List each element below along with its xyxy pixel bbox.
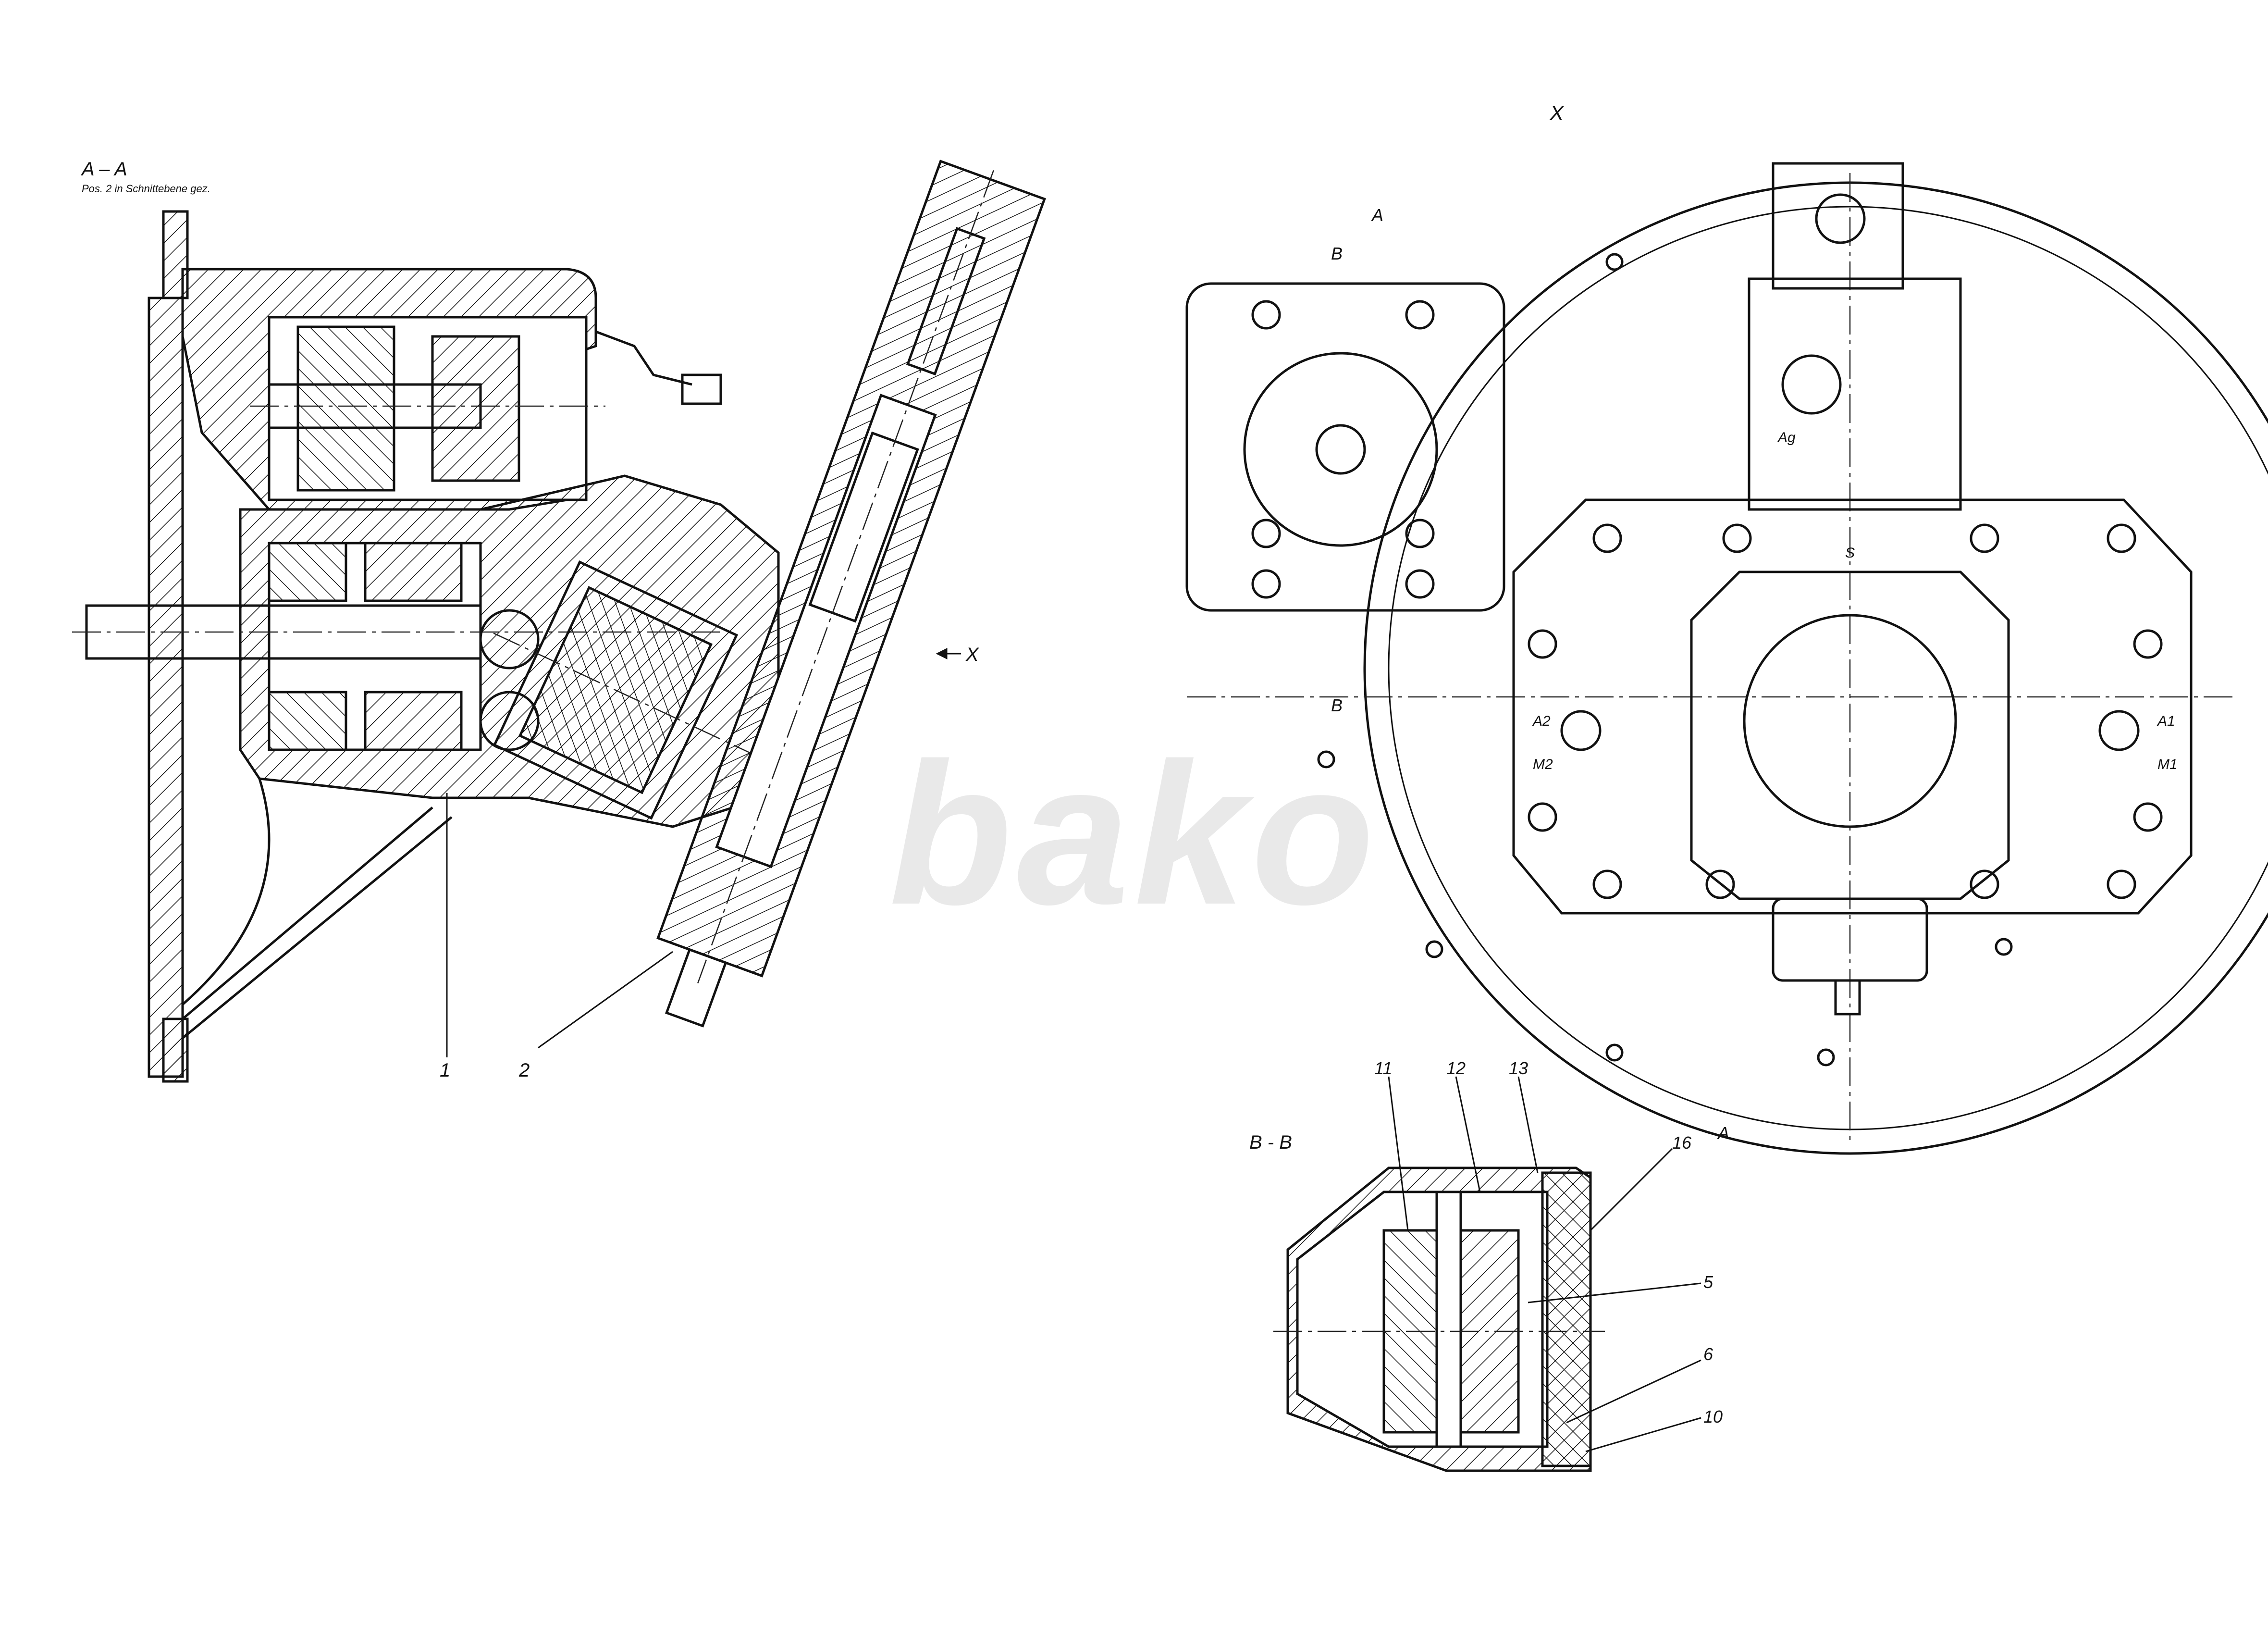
- view-arrow-x-label: X: [965, 644, 979, 665]
- cut-mark-b-bottom: B: [1331, 695, 1343, 715]
- front-bearing-lower: [268, 691, 347, 751]
- leader-16: [1590, 1148, 1673, 1231]
- housing-flange-inner: [1388, 206, 2268, 1130]
- part-number-10: 10: [1703, 1407, 1723, 1427]
- leader-5: [1528, 1282, 1701, 1303]
- part-number-12: 12: [1446, 1058, 1466, 1078]
- port-label-s: S: [1845, 545, 1855, 561]
- rear-bearing-lower: [364, 691, 463, 751]
- support-rib: [182, 778, 453, 1039]
- flange-lip-lower: [162, 1017, 189, 1083]
- watermark: bako: [889, 721, 1379, 947]
- port-label-a1: A1: [2157, 713, 2175, 729]
- regulator-port: [1815, 193, 1866, 244]
- drive-gear: [296, 325, 395, 492]
- aux-pump-bolts: [1251, 300, 1435, 599]
- cut-mark-a-bottom: A: [1717, 1123, 1729, 1143]
- housing-flange-outer: [1363, 181, 2268, 1155]
- part-number-13: 13: [1509, 1058, 1528, 1078]
- regulator-valve-assembly: [656, 160, 1046, 1028]
- section-aa-note: Pos. 2 in Schnittebene gez.: [82, 183, 210, 195]
- aux-pump-shaft: [1315, 424, 1366, 475]
- regulator-block: [1772, 162, 1904, 290]
- part-number-1: 1: [440, 1060, 450, 1081]
- view-x: X A B B: [1185, 101, 2268, 1155]
- leader-11: [1388, 1076, 1409, 1231]
- idler-gear: [431, 335, 520, 482]
- aux-pump-pilot: [1243, 352, 1438, 547]
- port-label-m1: M1: [2157, 757, 2178, 772]
- main-port-boss: [1690, 571, 2010, 900]
- front-bearing: [268, 542, 347, 602]
- leader-13: [1517, 1076, 1539, 1173]
- main-port-opening: [1743, 614, 1957, 828]
- bb-end-cover: [1541, 1171, 1592, 1467]
- pipe-fitting: [681, 373, 722, 405]
- section-aa-view: A – A Pos. 2 in Schnittebene gez.: [72, 159, 1046, 1083]
- section-aa-title: A – A: [81, 159, 127, 180]
- leader-12: [1455, 1076, 1481, 1192]
- ball-joint-upper: [479, 609, 540, 670]
- cylinder-block: [493, 560, 755, 820]
- section-bb-view: B - B 11 12 13 16 5 6 10: [1249, 1058, 1723, 1472]
- drain-fitting: [1834, 979, 1861, 1016]
- leader-2: [538, 951, 673, 1049]
- port-plate-bolts: [1528, 523, 2163, 899]
- port-label-ag: Ag: [1777, 430, 1796, 446]
- part-number-6: 6: [1703, 1344, 1713, 1364]
- leader-10: [1585, 1417, 1701, 1452]
- cut-mark-a-top: A: [1371, 205, 1383, 225]
- aux-pump-flange: [1185, 282, 1505, 612]
- leader-6: [1566, 1359, 1701, 1424]
- flange-bolt-holes: [1317, 253, 2013, 1067]
- oil-pipe: [595, 330, 692, 386]
- part-number-2: 2: [518, 1060, 530, 1081]
- ball-joint-lower: [479, 691, 540, 751]
- rear-bearing: [364, 542, 463, 602]
- port-label-m2: M2: [1533, 757, 1553, 772]
- part-number-11: 11: [1374, 1058, 1392, 1078]
- view-x-title: X: [1549, 101, 1565, 125]
- mounting-flange: [148, 297, 184, 1078]
- cut-mark-b-top: B: [1331, 244, 1343, 263]
- port-label-a2: A2: [1532, 713, 1551, 729]
- control-valve-port: [1781, 354, 1842, 415]
- port-plate: [1512, 498, 2193, 915]
- section-bb-title: B - B: [1249, 1132, 1292, 1153]
- part-number-16: 16: [1672, 1133, 1692, 1153]
- part-number-5: 5: [1703, 1272, 1713, 1292]
- control-valve-body: [1748, 277, 1962, 511]
